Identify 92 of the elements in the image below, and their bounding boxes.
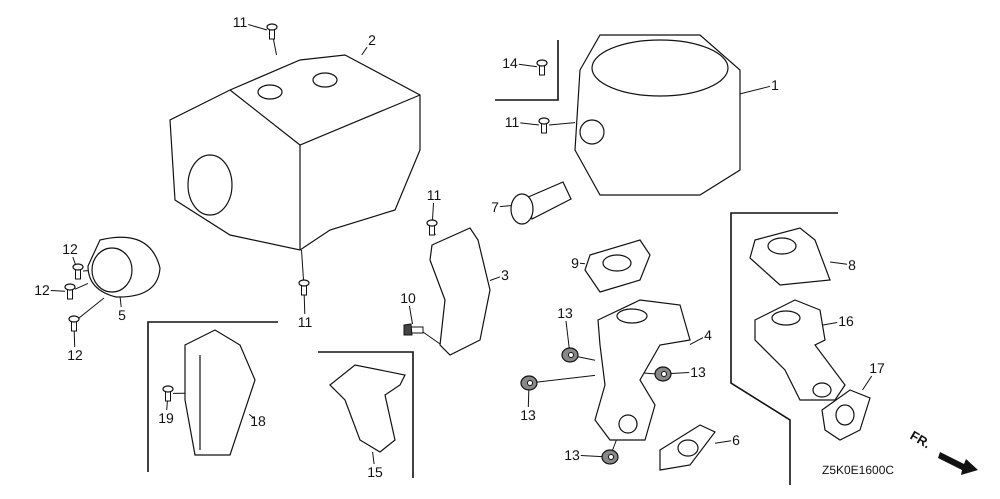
leader-line <box>499 205 512 208</box>
heat-shield-drawing <box>169 54 421 251</box>
gasket-drawing <box>659 424 716 471</box>
callout-number: 3 <box>500 267 510 283</box>
bracket-drawing <box>329 364 406 453</box>
spark-arrester-drawing <box>510 181 572 225</box>
leader-line <box>580 455 602 458</box>
screw-drawing <box>266 23 278 40</box>
leader-line <box>120 296 122 308</box>
callout-number: 12 <box>66 347 84 363</box>
screw-drawing <box>64 283 76 300</box>
callout-number: 19 <box>157 410 175 426</box>
leader-line <box>490 276 501 281</box>
screw-drawing <box>538 117 550 134</box>
callout-number: 13 <box>689 364 707 380</box>
alignment-line <box>644 372 656 374</box>
direction-label: FR. <box>908 428 934 452</box>
alignment-line <box>612 440 617 450</box>
nut-drawing <box>654 366 672 382</box>
callout-number: 2 <box>367 32 377 48</box>
screw-drawing <box>68 315 80 332</box>
callout-number: 11 <box>426 187 442 203</box>
cover-drawing <box>87 236 161 298</box>
screw-drawing <box>162 385 174 402</box>
callout-number: 16 <box>837 313 855 329</box>
gasket-drawing <box>821 389 871 441</box>
leader-line <box>690 337 704 346</box>
callout-number: 9 <box>570 255 580 271</box>
screw-drawing <box>72 263 84 280</box>
callout-number: 14 <box>501 55 519 71</box>
leader-line <box>520 122 540 126</box>
callout-number: 18 <box>249 413 267 429</box>
leader-line <box>50 290 66 292</box>
alignment-line <box>74 282 88 290</box>
leader-line <box>361 46 368 56</box>
callout-number: 8 <box>847 257 857 273</box>
screw-drawing <box>298 279 310 296</box>
callout-number: 17 <box>868 360 886 376</box>
muffler-drawing <box>574 34 741 196</box>
leader-line <box>372 452 375 464</box>
leader-line <box>408 306 413 324</box>
leader-line <box>248 24 268 30</box>
leader-line <box>579 262 586 264</box>
alignment-line <box>272 38 277 56</box>
leader-line <box>518 64 538 68</box>
leader-line <box>166 400 168 410</box>
leader-line <box>566 320 570 348</box>
leader-line <box>822 322 838 326</box>
callout-number: 13 <box>563 447 581 463</box>
drawing-code: Z5K0E1600C <box>822 463 894 477</box>
callout-number: 12 <box>61 241 79 257</box>
leader-line <box>670 372 690 374</box>
gasket-drawing <box>584 239 651 293</box>
leader-line <box>528 390 530 408</box>
screw-drawing <box>426 219 438 236</box>
leader-line <box>862 376 872 390</box>
leader-line <box>830 262 848 265</box>
leader-line <box>248 414 256 420</box>
leader-line <box>714 440 732 444</box>
alignment-line <box>82 270 88 272</box>
nut-drawing <box>601 449 619 465</box>
leader-line <box>74 330 76 348</box>
nut-drawing <box>561 347 579 363</box>
callout-number: 15 <box>366 464 384 480</box>
leader-line <box>432 202 434 220</box>
leader-line <box>740 86 771 94</box>
callout-number: 4 <box>703 327 713 343</box>
callout-number: 11 <box>232 14 248 30</box>
leader-line <box>72 256 76 264</box>
alignment-line <box>548 122 576 126</box>
callout-number: 7 <box>490 199 500 215</box>
alignment-line <box>78 298 104 318</box>
bracket-drawing <box>429 227 491 356</box>
nut-drawing <box>520 375 538 391</box>
bolt-drawing <box>404 323 424 336</box>
callout-number: 13 <box>556 305 574 321</box>
callout-number: 11 <box>296 314 314 330</box>
alignment-line <box>536 374 596 383</box>
alignment-line <box>578 356 596 361</box>
callout-number: 5 <box>117 307 127 323</box>
callout-number: 6 <box>731 432 741 448</box>
callout-number: 12 <box>33 282 51 298</box>
callout-number: 10 <box>399 290 417 306</box>
alignment-line <box>172 392 186 394</box>
callout-number: 11 <box>504 114 520 130</box>
manifold-drawing <box>594 299 691 441</box>
callout-number: 1 <box>770 77 780 93</box>
gasket-drawing <box>749 227 831 286</box>
callout-number: 13 <box>519 407 537 423</box>
leader-line <box>304 294 306 314</box>
alignment-line <box>301 250 304 280</box>
screw-drawing <box>536 59 548 76</box>
